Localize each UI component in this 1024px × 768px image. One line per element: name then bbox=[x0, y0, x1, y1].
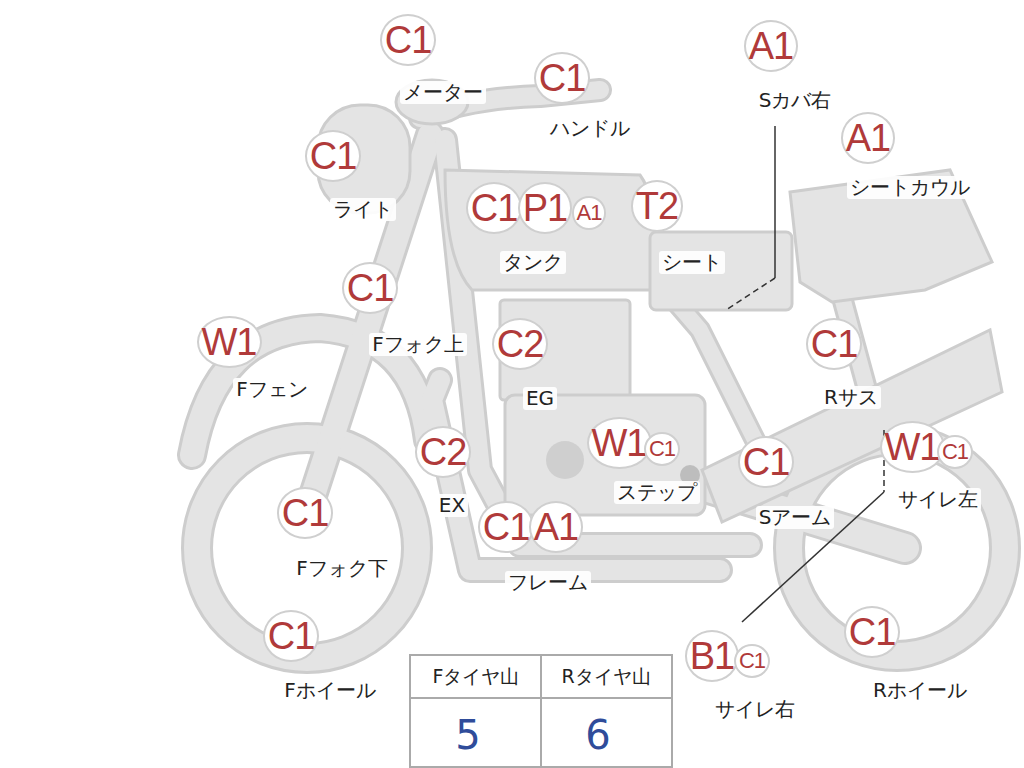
condition-code: C1 bbox=[347, 269, 394, 307]
condition-circle: C1 bbox=[534, 52, 591, 104]
part-name: EG bbox=[523, 387, 557, 410]
condition-circle: C1 bbox=[380, 14, 437, 66]
condition-code: B1 bbox=[690, 637, 734, 675]
condition-circle: T2 bbox=[631, 180, 683, 232]
condition-code: C1 bbox=[282, 494, 329, 532]
condition-circle: C1 bbox=[478, 501, 535, 553]
part-name: タンク bbox=[500, 251, 566, 274]
condition-circle: W1 bbox=[197, 316, 262, 368]
condition-code: C1 bbox=[743, 443, 790, 481]
part-name: フレーム bbox=[505, 571, 591, 594]
condition-circle: C1 bbox=[305, 130, 362, 182]
condition-circle: C1 bbox=[734, 644, 770, 678]
condition-circle: W1 bbox=[587, 417, 652, 469]
condition-code: A1 bbox=[749, 27, 793, 65]
condition-code: C1 bbox=[310, 137, 357, 175]
condition-code: C2 bbox=[497, 325, 544, 363]
condition-code: W1 bbox=[592, 424, 647, 462]
condition-circle: A1 bbox=[529, 501, 583, 553]
condition-circle: A1 bbox=[572, 196, 607, 230]
condition-code: C1 bbox=[471, 189, 518, 227]
part-name: シートカウル bbox=[847, 176, 973, 199]
part-name: Fフォク上 bbox=[369, 333, 467, 356]
part-name: メーター bbox=[400, 81, 486, 104]
condition-code: C1 bbox=[739, 650, 765, 672]
part-name: Sアーム bbox=[756, 506, 835, 529]
table-cell: 5 bbox=[452, 712, 483, 758]
part-name: ハンドル bbox=[547, 117, 633, 140]
condition-circle: C1 bbox=[844, 606, 901, 658]
part-name: Fホイール bbox=[281, 679, 379, 702]
part-name: Rサス bbox=[821, 386, 881, 409]
condition-circle: C1 bbox=[342, 262, 399, 314]
condition-code: A1 bbox=[846, 119, 890, 157]
condition-code: A1 bbox=[534, 508, 578, 546]
condition-code: A1 bbox=[577, 202, 602, 224]
condition-circle: C2 bbox=[415, 426, 472, 478]
condition-code: C1 bbox=[268, 617, 315, 655]
part-name: EX bbox=[436, 494, 468, 517]
part-name: サイレ右 bbox=[712, 698, 798, 721]
condition-circle: C1 bbox=[937, 435, 973, 469]
part-name: Rホイール bbox=[870, 679, 970, 702]
condition-circle: C1 bbox=[738, 436, 795, 488]
condition-circle: C1 bbox=[277, 487, 334, 539]
condition-circle: C2 bbox=[492, 318, 549, 370]
table-cell: Rタイヤ山 bbox=[558, 666, 653, 688]
condition-circle: C1 bbox=[806, 318, 863, 370]
condition-circle: C1 bbox=[644, 432, 680, 466]
part-name: Fフェン bbox=[233, 378, 311, 401]
part-name: サイレ左 bbox=[895, 488, 981, 511]
tread-table bbox=[410, 655, 672, 767]
condition-circle: C1 bbox=[263, 610, 320, 662]
part-name: ライト bbox=[330, 198, 396, 221]
table-cell: 6 bbox=[582, 712, 613, 758]
part-name: Fフォク下 bbox=[293, 557, 391, 580]
condition-code: C1 bbox=[649, 438, 675, 460]
part-name: シート bbox=[659, 251, 725, 274]
condition-circle: C1 bbox=[466, 182, 523, 234]
condition-code: C1 bbox=[942, 441, 968, 463]
condition-code: C1 bbox=[385, 21, 432, 59]
condition-circle: A1 bbox=[841, 112, 895, 164]
condition-code: C1 bbox=[483, 508, 530, 546]
condition-circle: P1 bbox=[518, 182, 572, 234]
condition-code: T2 bbox=[636, 187, 678, 225]
condition-code: C1 bbox=[539, 59, 586, 97]
condition-circle: A1 bbox=[744, 20, 798, 72]
condition-code: W1 bbox=[885, 428, 940, 466]
table-cell: Fタイヤ山 bbox=[430, 666, 523, 688]
condition-code: C1 bbox=[849, 613, 896, 651]
part-name: ステップ bbox=[614, 481, 700, 504]
condition-code: W1 bbox=[202, 323, 257, 361]
part-name: Sカバ右 bbox=[756, 89, 835, 112]
condition-circle: B1 bbox=[685, 630, 739, 682]
condition-circle: W1 bbox=[880, 421, 945, 473]
condition-code: C1 bbox=[811, 325, 858, 363]
condition-code: C2 bbox=[420, 433, 467, 471]
condition-code: P1 bbox=[523, 189, 567, 227]
